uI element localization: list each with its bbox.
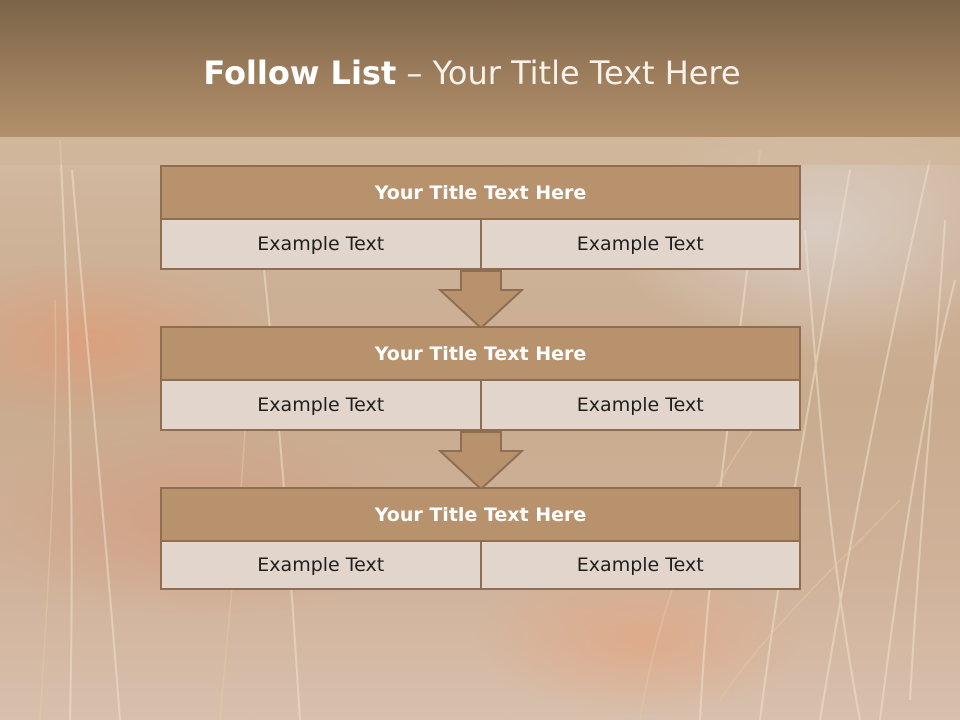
step-left-text: Example Text <box>160 542 482 590</box>
step-left-text: Example Text <box>160 381 482 431</box>
step-right-text: Example Text <box>481 220 801 270</box>
down-arrow-icon <box>438 431 524 491</box>
down-arrow-icon <box>438 270 524 330</box>
slide-title-rest: – Your Title Text Here <box>406 54 741 92</box>
step-right-text: Example Text <box>481 381 801 431</box>
step-block-3: Your Title Text Here Example Text Exampl… <box>160 487 801 590</box>
step-row: Example Text Example Text <box>160 220 801 270</box>
step-right-text: Example Text <box>481 542 801 590</box>
title-bar <box>0 0 960 137</box>
step-block-1: Your Title Text Here Example Text Exampl… <box>160 165 801 270</box>
step-left-text: Example Text <box>160 220 482 270</box>
step-row: Example Text Example Text <box>160 542 801 590</box>
title-bar-shadow <box>0 137 960 165</box>
slide-title: Follow List – Your Title Text Here <box>0 54 944 92</box>
step-row: Example Text Example Text <box>160 381 801 431</box>
step-block-2: Your Title Text Here Example Text Exampl… <box>160 326 801 431</box>
step-title: Your Title Text Here <box>160 165 801 220</box>
step-title: Your Title Text Here <box>160 326 801 381</box>
slide-title-strong: Follow List <box>203 54 397 92</box>
step-title: Your Title Text Here <box>160 487 801 542</box>
